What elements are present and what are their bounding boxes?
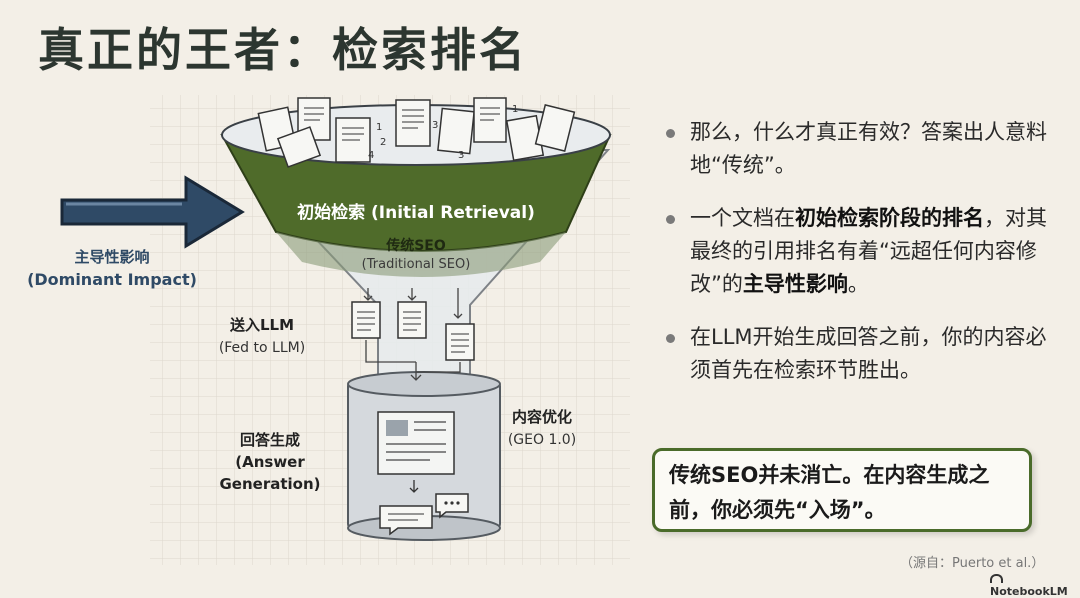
content-label-cn: 内容优化 xyxy=(512,408,572,426)
doc-number: 3 xyxy=(432,120,438,131)
brand-text: NotebookLM xyxy=(990,585,1068,598)
doc-number: 1 xyxy=(512,104,518,115)
notebooklm-logo-icon xyxy=(990,574,1003,583)
doc-number: 4 xyxy=(368,150,374,161)
content-label-en: (GEO 1.0) xyxy=(508,432,576,448)
bullet-text-pre: 一个文档在 xyxy=(690,206,795,230)
bullet-bold-impact: 主导性影响 xyxy=(743,272,848,296)
arrow-label-en: (Dominant Impact) xyxy=(27,270,197,289)
doc-number: 3 xyxy=(458,150,464,161)
generated-answer-document xyxy=(378,412,454,474)
answer-label-en-1: (Answer xyxy=(235,453,305,471)
retrieval-funnel-diagram: 1 2 3 4 1 3 初始检索 (Initial Retrieval) 传统S… xyxy=(0,0,640,588)
notebooklm-brand: NotebookLM xyxy=(990,572,1080,598)
bullet-point: 一个文档在初始检索阶段的排名，对其最终的引用排名有着“远超任何内容修改”的主导性… xyxy=(660,202,1060,301)
doc-number: 2 xyxy=(380,137,386,148)
fed-label-cn: 送入LLM xyxy=(229,316,294,334)
answer-label-en-2: Generation) xyxy=(219,475,320,493)
bullet-point: 那么，什么才真正有效？答案出人意料地“传统”。 xyxy=(660,116,1060,182)
funnel-title: 初始检索 (Initial Retrieval) xyxy=(297,202,535,223)
arrow-label-cn: 主导性影响 xyxy=(74,248,149,266)
callout-box: 传统SEO并未消亡。在内容生成之前，你必须先“入场”。 xyxy=(652,448,1032,532)
bullet-point: 在LLM开始生成回答之前，你的内容必须首先在检索环节胜出。 xyxy=(660,321,1060,387)
bullet-text: 在LLM开始生成回答之前，你的内容必须首先在检索环节胜出。 xyxy=(690,325,1047,382)
bullet-text-post: 。 xyxy=(848,272,869,296)
source-citation: （源自：Puerto et al.） xyxy=(900,552,1044,571)
bullet-bold-ranking: 初始检索阶段的排名 xyxy=(795,206,984,230)
fed-label-en: (Fed to LLM) xyxy=(219,340,305,356)
doc-number: 1 xyxy=(376,122,382,133)
answer-label-cn: 回答生成 xyxy=(240,431,300,449)
bullet-text: 那么，什么才真正有效？答案出人意料地“传统”。 xyxy=(690,120,1047,177)
funnel-label-cn: 传统SEO xyxy=(385,237,446,254)
key-points-list: 那么，什么才真正有效？答案出人意料地“传统”。 一个文档在初始检索阶段的排名，对… xyxy=(660,116,1060,407)
funnel-label-en: (Traditional SEO) xyxy=(362,257,471,272)
